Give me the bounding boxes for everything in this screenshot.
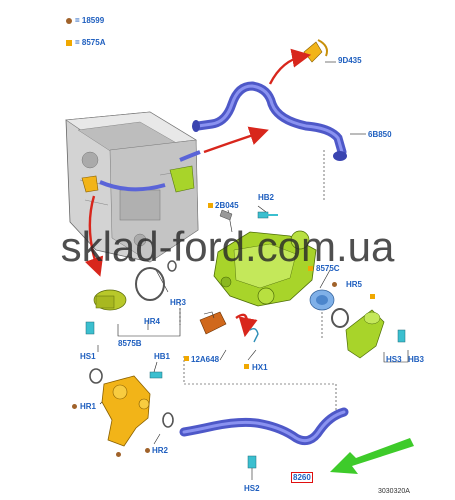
label-hs3: HS3 [386, 355, 402, 364]
watermark-text: sklad-ford.com.ua [60, 223, 395, 270]
clip-hx1 [249, 327, 259, 343]
outlet-housing [345, 309, 385, 359]
green-pointer-arrow [330, 438, 414, 474]
label-hr4: HR4 [144, 317, 161, 326]
marker-square-12a648 [184, 356, 189, 361]
label-hr5: HR5 [346, 280, 363, 289]
label-hr2: HR2 [152, 446, 169, 455]
thermostat-housing-illustration [213, 230, 317, 307]
marker-dot-pump [116, 452, 121, 457]
label-hx1: HX1 [252, 363, 268, 372]
bolt-hs2 [247, 455, 257, 469]
marker-square-outlet [370, 294, 375, 299]
seal-hr2 [162, 412, 174, 428]
engine-block-illustration [65, 111, 201, 263]
seal-hr1 [89, 368, 103, 384]
arrow-to-clamp [268, 48, 312, 85]
label-8575c: 8575C [316, 264, 340, 273]
label-2b045: 2B045 [215, 201, 239, 210]
sensor-12a648 [199, 311, 227, 335]
label-hb1: HB1 [154, 352, 171, 361]
arrow-to-sensor [235, 313, 258, 338]
legend-row-dot: = 18599 [66, 16, 104, 25]
marker-dot-hr2 [145, 448, 150, 453]
label-6b850: 6B850 [368, 130, 392, 139]
legend-dot-marker [66, 17, 72, 24]
thermostat-housing-yellow [101, 375, 151, 447]
arrow-engine-to-hose [203, 126, 269, 154]
label-hr3: HR3 [170, 298, 187, 307]
marker-dot-hr5 [332, 282, 337, 287]
legend-square-marker [66, 39, 72, 46]
clamp-9d435 [303, 39, 328, 63]
figure-number: 3030320A [378, 488, 410, 495]
legend-square-text: = 8575A [75, 38, 106, 47]
arrow-to-pump [84, 195, 104, 277]
legend-dot-text: = 18599 [75, 16, 105, 25]
marker-dot-hr1 [72, 404, 77, 409]
pump-8575b [93, 289, 127, 311]
marker-square-2b045 [208, 203, 213, 208]
marker-square-8575c [308, 266, 313, 271]
seal-hr3 [167, 260, 177, 272]
bolt-hb3 [397, 329, 406, 343]
legend-row-square: = 8575A [66, 38, 105, 47]
label-9d435: 9D435 [338, 56, 362, 65]
leader-lines [97, 61, 409, 480]
bolt-hb1 [149, 371, 163, 379]
label-8575b: 8575B [118, 339, 142, 348]
label-8260-highlighted: 8260 [291, 472, 313, 483]
bolt-hb2 [257, 211, 278, 219]
seal-ring [331, 308, 349, 328]
label-hs2: HS2 [244, 484, 260, 493]
label-hb2: HB2 [258, 193, 275, 202]
label-hr1: HR1 [80, 402, 97, 411]
seal-hr4 [135, 267, 165, 301]
label-hb3: HB3 [408, 355, 425, 364]
bolt-hs1 [85, 321, 95, 335]
label-hs1: HS1 [80, 352, 96, 361]
label-12a648: 12A648 [191, 355, 220, 364]
marker-square-hx1 [244, 364, 249, 369]
thermostat-8575c [309, 289, 335, 311]
